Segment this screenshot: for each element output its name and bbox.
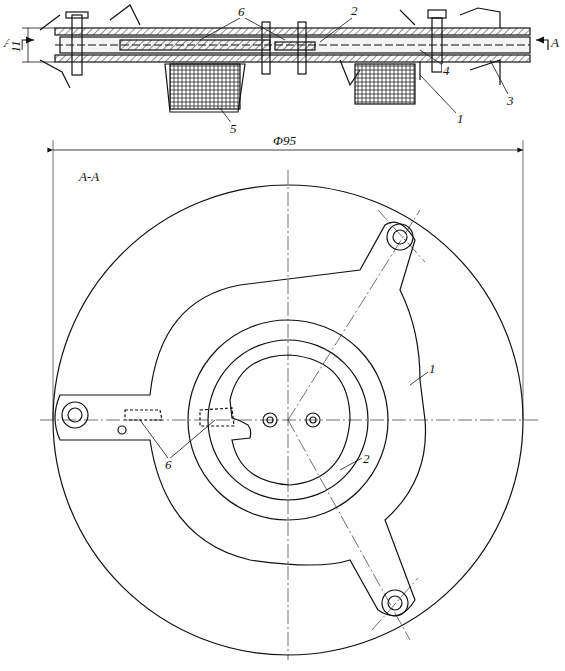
callout-number: 1 bbox=[428, 362, 437, 375]
callout-number: 6 bbox=[164, 458, 173, 471]
dimension-label: 11 bbox=[9, 39, 22, 53]
callout-number: 6 bbox=[237, 5, 246, 18]
dimension-label: Φ95 bbox=[272, 134, 297, 147]
view-label: A-A bbox=[78, 170, 100, 183]
callout-number: 3 bbox=[506, 94, 515, 107]
section-mark: A bbox=[550, 36, 560, 49]
callout-number: 4 bbox=[442, 64, 451, 77]
callout-number: 1 bbox=[456, 112, 465, 125]
callout-number: 2 bbox=[362, 452, 371, 465]
callout-number: 5 bbox=[229, 122, 238, 135]
callout-number: 2 bbox=[350, 4, 359, 17]
